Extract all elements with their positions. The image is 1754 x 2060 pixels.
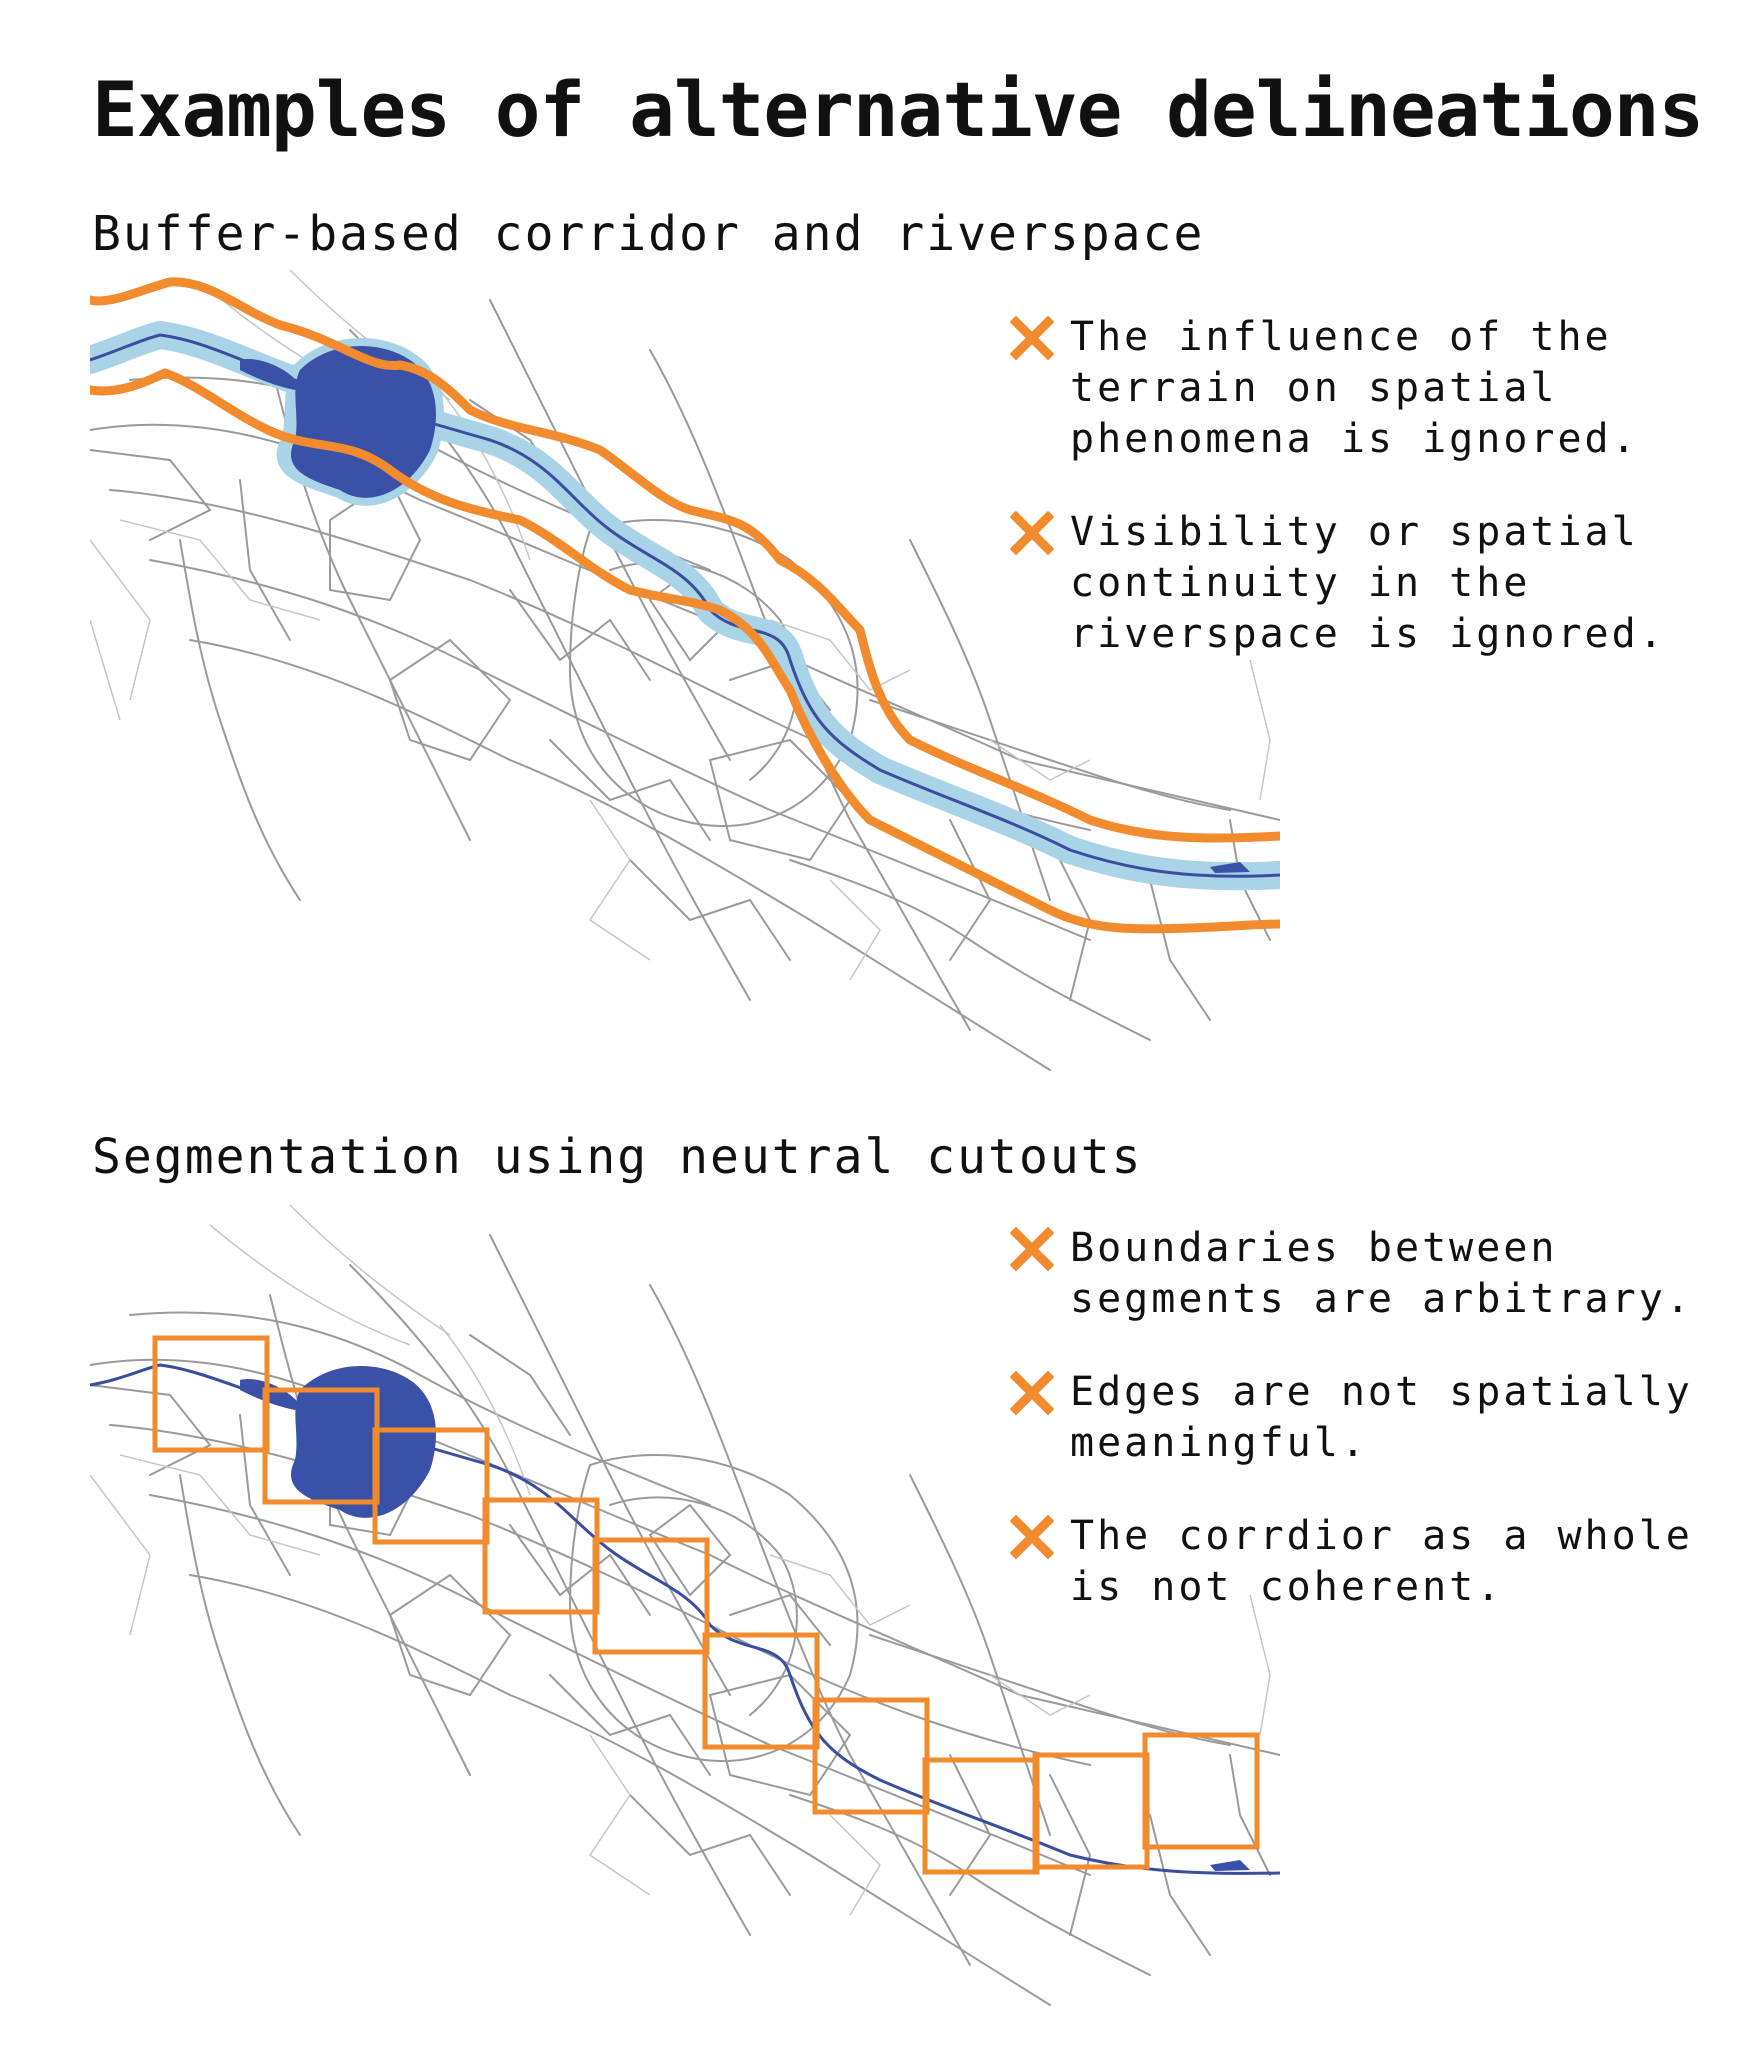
segment-cutout: [372, 1427, 490, 1545]
section-title-segmentation: Segmentation using neutral cutouts: [92, 1129, 1143, 1185]
lake: [291, 1366, 436, 1518]
segmentation-map: [90, 1204, 1280, 2006]
notes-segmentation: Boundaries between segments are arbitrar…: [1010, 1223, 1710, 1655]
note-item: The influence of the terrain on spatial …: [1010, 312, 1710, 465]
corridor-boundary-south: [90, 368, 1280, 934]
note-text: Boundaries between segments are arbitrar…: [1070, 1225, 1693, 1322]
corridor-boundary-north: [90, 277, 1280, 843]
x-mark-icon: [1010, 316, 1054, 360]
note-text: The corrdior as a whole is not coherent.: [1070, 1513, 1693, 1610]
note-item: The corrdior as a whole is not coherent.: [1010, 1511, 1710, 1613]
note-item: Visibility or spatial continuity in the …: [1010, 507, 1710, 660]
segment-cutout: [702, 1632, 820, 1750]
note-item: Edges are not spatially meaningful.: [1010, 1367, 1710, 1469]
page-title: Examples of alternative delineations: [92, 65, 1704, 154]
street-network: [90, 1234, 1280, 2006]
segment-cutout: [482, 1497, 600, 1615]
segment-cutouts: [152, 1335, 1260, 1875]
minor-street-network: [90, 1204, 1271, 1916]
note-item: Boundaries between segments are arbitrar…: [1010, 1223, 1710, 1325]
x-mark-icon: [1010, 1227, 1054, 1271]
segment-cutout: [1142, 1732, 1260, 1850]
notes-buffer: The influence of the terrain on spatial …: [1010, 312, 1710, 702]
x-mark-icon: [1010, 1515, 1054, 1559]
river: [90, 333, 1280, 878]
segment-cutout: [592, 1537, 710, 1655]
note-text: The influence of the terrain on spatial …: [1070, 314, 1639, 462]
corridor-boundaries: [90, 277, 1280, 934]
note-text: Edges are not spatially meaningful.: [1070, 1369, 1693, 1466]
buffer-corridor-map: [90, 269, 1280, 1071]
x-mark-icon: [1010, 1371, 1054, 1415]
segment-cutout: [812, 1697, 930, 1815]
x-mark-icon: [1010, 511, 1054, 555]
segment-cutout: [1032, 1752, 1150, 1870]
section-title-buffer: Buffer-based corridor and riverspace: [92, 206, 1205, 262]
lake: [291, 346, 436, 498]
note-text: Visibility or spatial continuity in the …: [1070, 509, 1666, 657]
